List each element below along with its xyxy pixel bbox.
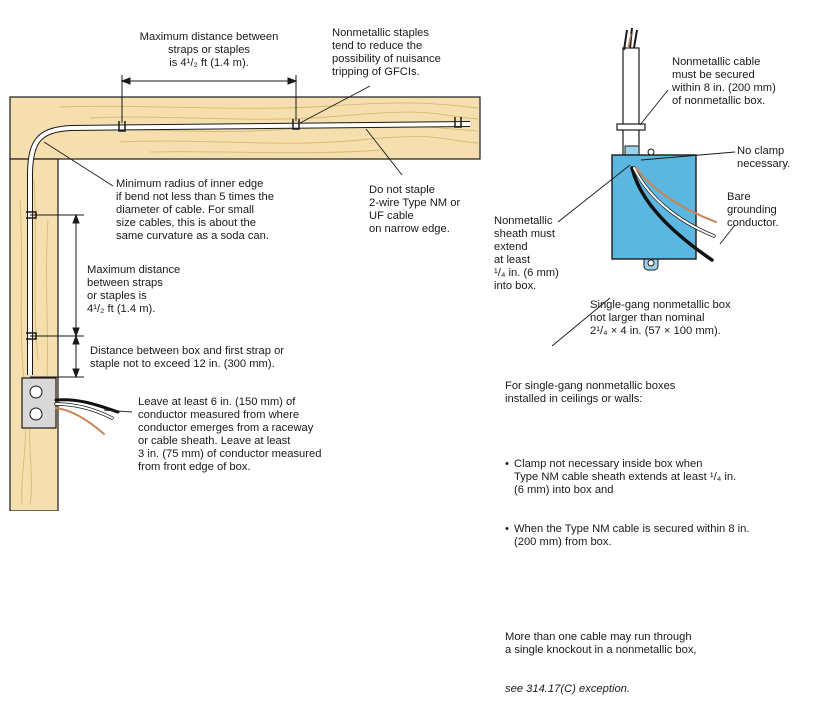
text-line: Distance between box and first strap or xyxy=(90,345,285,357)
nm-cable-icon xyxy=(27,121,471,375)
text-line: 2¹/₄ × 4 in. (57 × 100 mm). xyxy=(590,325,721,337)
box-conductors-right xyxy=(630,166,717,262)
text-line: (200 mm) from box. xyxy=(514,536,612,548)
text-line: on narrow edge. xyxy=(369,223,450,235)
nm-cable-right xyxy=(622,27,640,161)
text-line: ¹/₄ in. (6 mm) xyxy=(494,267,559,279)
text-line: at least xyxy=(494,254,531,266)
text-line: grounding xyxy=(727,204,777,216)
text-line: straps or staples xyxy=(167,44,251,56)
text-line: necessary. xyxy=(737,158,791,170)
code-reference: see 314.17(C) exception. xyxy=(505,683,631,695)
box-conductors-left xyxy=(54,398,120,435)
text-line: is 4¹/₂ ft (1.4 m). xyxy=(169,57,249,69)
text-line: More than one cable may run through xyxy=(505,631,692,643)
text-line: Nonmetallic xyxy=(494,215,553,227)
text-line: Maximum distance xyxy=(87,264,181,276)
leader-lines xyxy=(43,85,403,413)
dimension-line-top xyxy=(120,75,298,123)
text-line: must be secured xyxy=(672,69,755,81)
text-line: installed in ceilings or walls: xyxy=(505,393,643,405)
text-line: tripping of GFCIs. xyxy=(332,66,420,78)
text-line: sheath must xyxy=(494,228,555,240)
text-line: if bend not less than 5 times the xyxy=(116,191,274,203)
text-line: size cables, this is about the xyxy=(116,217,256,229)
text-line: tend to reduce the xyxy=(332,40,423,52)
text-line: Do not staple xyxy=(369,184,435,196)
text-line: UF cable xyxy=(369,210,414,222)
text-line: or cable sheath. Leave at least xyxy=(138,435,291,447)
text-line: not larger than nominal xyxy=(590,312,705,324)
bullet-clamp: Clamp not necessary inside box whenType … xyxy=(505,458,749,497)
text-line: (6 mm) into box and xyxy=(514,484,614,496)
text-line: Bare xyxy=(727,191,751,203)
text-line: Type NM cable sheath extends at least ¹/… xyxy=(514,471,737,483)
text-line: 3 in. (75 mm) of conductor measured xyxy=(138,448,322,460)
text-line: Leave at least 6 in. (150 mm) of xyxy=(138,396,296,408)
text-line: 2-wire Type NM or xyxy=(369,197,461,209)
text-line: a single knockout in a nonmetallic box, xyxy=(505,644,697,656)
leader-lines-right xyxy=(551,89,736,347)
text-line: extend xyxy=(494,241,528,253)
text-line: Nonmetallic staples xyxy=(332,27,430,39)
text-line: No clamp xyxy=(737,145,785,157)
text-line: into box. xyxy=(494,280,537,292)
text-line: between straps xyxy=(87,277,163,289)
text-line: Nonmetallic cable xyxy=(672,56,761,68)
receptacle-icon xyxy=(21,377,57,429)
text-line: For single-gang nonmetallic boxes xyxy=(505,380,676,392)
staple-icon xyxy=(616,123,646,131)
text-line: conductor. xyxy=(727,217,779,229)
text-line: or staples is xyxy=(87,290,147,302)
text-line: possibility of nuisance xyxy=(332,53,441,65)
text-line: of nonmetallic box. xyxy=(672,95,766,107)
text-line: conductor emerges from a raceway xyxy=(138,422,314,434)
diagram-artwork xyxy=(9,27,736,511)
text-line: Single-gang nonmetallic box xyxy=(590,299,731,311)
text-line: Minimum radius of inner edge xyxy=(116,178,264,190)
text-line: same curvature as a soda can. xyxy=(116,230,269,242)
text-line: within 8 in. (200 mm) xyxy=(672,82,776,94)
notes-bullets: Clamp not necessary inside box whenType … xyxy=(505,432,749,575)
text-line: conductor measured from where xyxy=(138,409,300,421)
text-line: 4¹/₂ ft (1.4 m). xyxy=(87,303,156,315)
text-line: Maximum distance between xyxy=(139,31,279,43)
nm-cable-sheath xyxy=(28,122,471,375)
text-line: staple not to exceed 12 in. (300 mm). xyxy=(90,358,275,370)
dimension-line-vertical xyxy=(30,213,84,379)
bullet-secured: When the Type NM cable is secured within… xyxy=(505,523,749,549)
text-line: Clamp not necessary inside box when xyxy=(514,458,703,470)
text-line: When the Type NM cable is secured within… xyxy=(514,523,750,535)
text-line: from front edge of box. xyxy=(138,461,251,473)
text-line: diameter of cable. For small xyxy=(116,204,255,216)
